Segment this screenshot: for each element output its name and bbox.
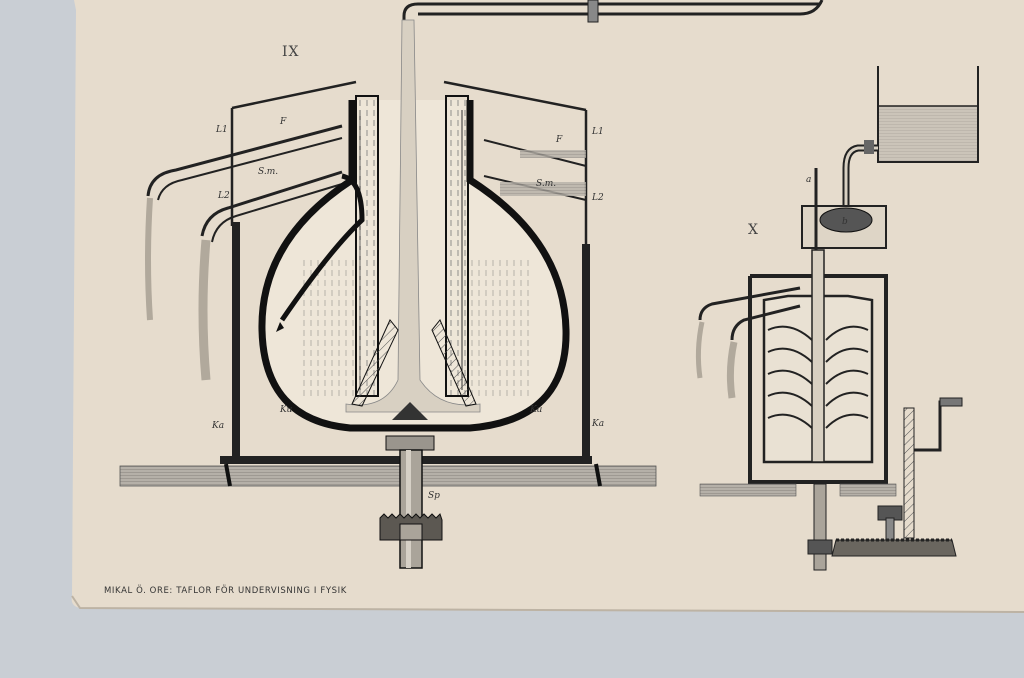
milk-stream xyxy=(345,19,481,413)
label-ka-left: Ka xyxy=(211,421,224,431)
label-sm-right: S.m. xyxy=(536,179,556,189)
feed-pipe xyxy=(402,2,820,60)
outer-casing-right-wall xyxy=(582,244,590,458)
label-sm-left: S.m. xyxy=(258,167,278,177)
figure-10-number: X xyxy=(748,222,759,238)
deflector-left xyxy=(351,319,399,407)
label-b: b xyxy=(842,217,848,227)
cream-outlet-left xyxy=(146,124,343,197)
figure-9-separator xyxy=(119,0,824,569)
fig10-outlet-cream xyxy=(698,286,801,321)
skim-tube xyxy=(279,173,365,322)
bowl-inner-wall-left xyxy=(355,95,379,397)
cream-stream xyxy=(145,197,153,321)
label-ku-right: Ku xyxy=(529,405,543,415)
supply-tank xyxy=(877,66,979,163)
label-sp: Sp xyxy=(428,491,440,501)
outer-casing-left-wall xyxy=(232,222,240,458)
label-l2-right: L2 xyxy=(591,193,604,203)
fig10-center-tube xyxy=(811,249,825,463)
label-f-right: F xyxy=(555,135,563,145)
label-l1-right: L1 xyxy=(591,127,604,137)
footer-credit: MIKAL Ö. ORE: TAFLOR FÖR UNDERVISNING I … xyxy=(104,585,347,596)
label-f-left: F xyxy=(279,117,287,127)
label-ka-right: Ka xyxy=(591,419,604,429)
spindle-hub xyxy=(385,435,435,451)
figure-9-number: IX xyxy=(282,44,300,60)
fig10-spindle xyxy=(813,483,827,571)
base-plate xyxy=(119,465,657,487)
large-drive-gear xyxy=(831,539,957,557)
disc-stack xyxy=(767,325,869,429)
paper-edge-shadow xyxy=(71,595,1024,613)
label-l2-left: L2 xyxy=(217,191,230,201)
skim-stream xyxy=(198,239,211,381)
float-b xyxy=(819,207,873,233)
pipe-coupling xyxy=(587,0,599,23)
label-ku-left: Ku xyxy=(279,405,293,415)
deflector-right xyxy=(431,319,477,407)
crank-gear-rack xyxy=(903,407,915,539)
label-a: a xyxy=(806,175,811,185)
figure-10-separator xyxy=(695,66,979,571)
skim-outlet-left xyxy=(200,170,343,237)
fig10-outlet-skim xyxy=(730,304,801,341)
bowl-inner-wall-right xyxy=(445,95,469,397)
fig10-casing xyxy=(748,274,888,484)
label-l1-left: L1 xyxy=(215,125,228,135)
